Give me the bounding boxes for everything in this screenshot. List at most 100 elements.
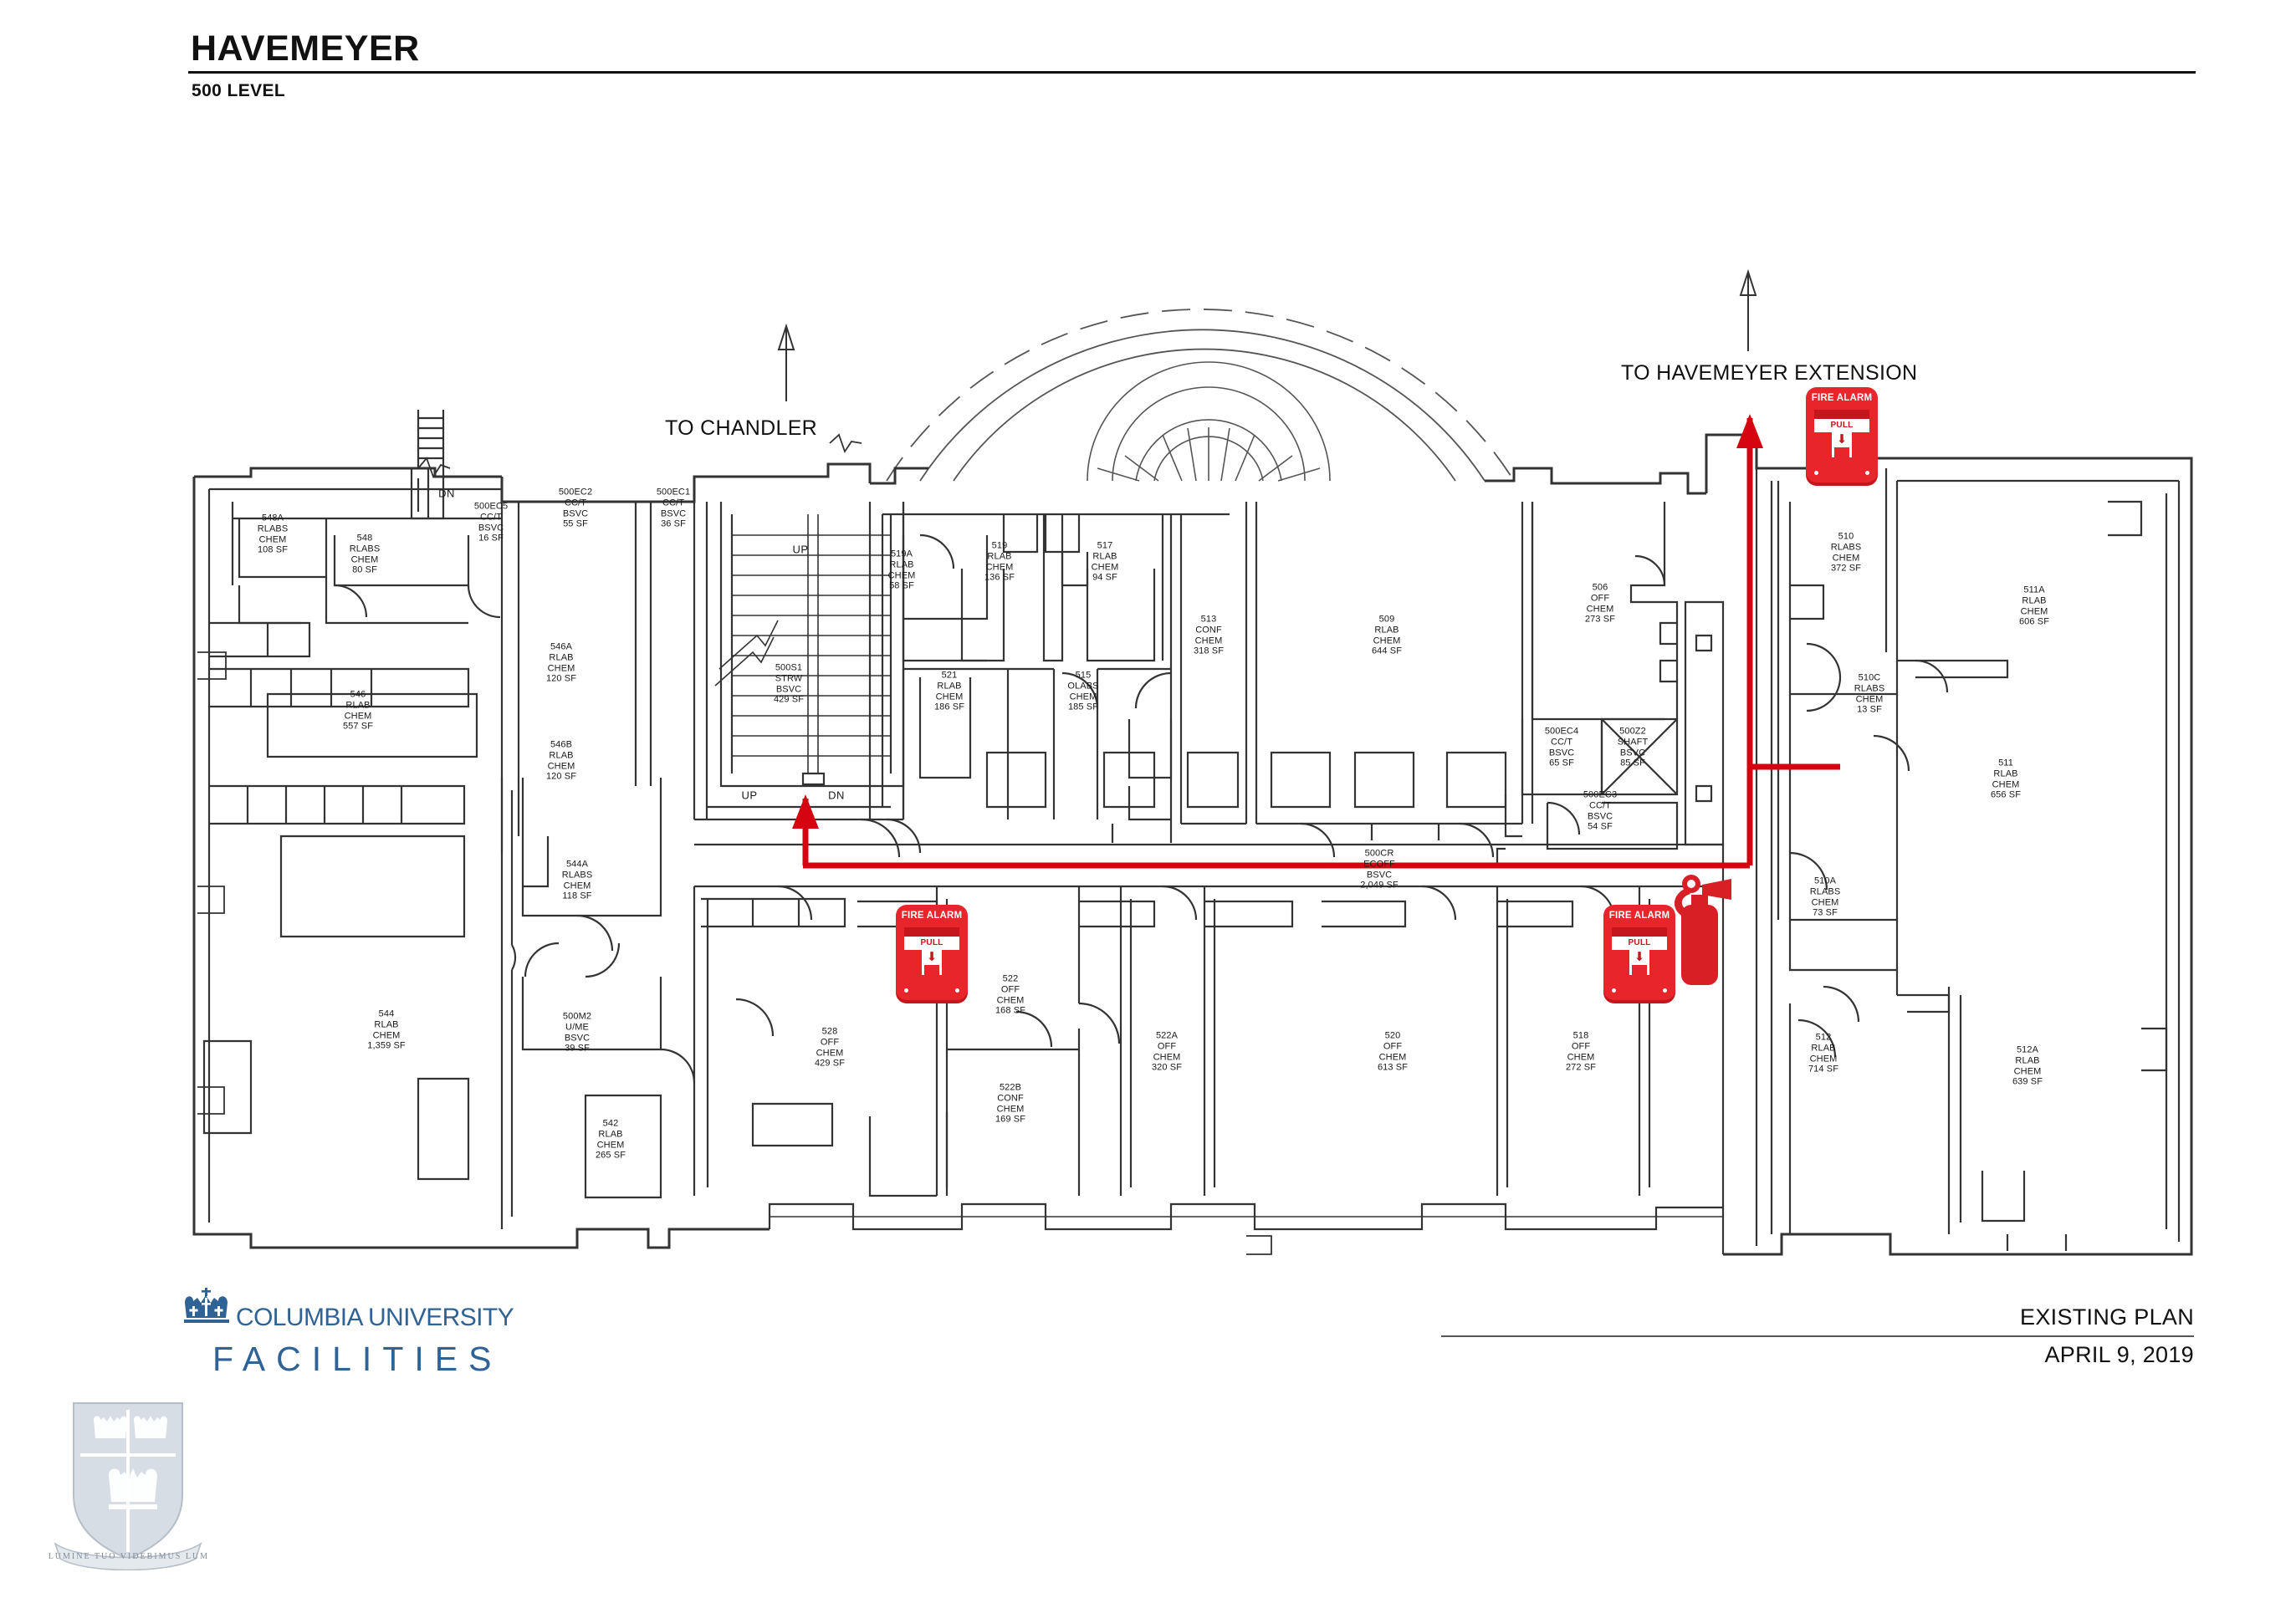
room-dept: BSVC	[660, 508, 687, 518]
room-area: 656 SF	[1990, 789, 2022, 800]
room-area: 272 SF	[1565, 1062, 1597, 1073]
room-area: 318 SF	[1193, 646, 1225, 656]
plan-status-label: EXISTING PLAN	[2020, 1304, 2194, 1330]
room-area: 613 SF	[1377, 1062, 1409, 1073]
header-divider	[188, 71, 2196, 74]
room-use: CC/T	[1588, 800, 1612, 811]
fire-alarm-lever[interactable]: ⬇	[922, 950, 942, 975]
fire-alarm-screw	[955, 988, 959, 993]
room-use: RLAB	[889, 559, 914, 570]
fire-alarm-lever-block	[1834, 447, 1849, 457]
fire-alarm-screw	[1814, 471, 1818, 475]
room-area: 372 SF	[1830, 563, 1862, 574]
room-dept: CHEM	[350, 554, 379, 564]
room-num: 517	[1097, 540, 1113, 551]
room-num: 520	[1384, 1030, 1401, 1041]
room-area: 273 SF	[1584, 614, 1616, 625]
room-use: U/ME	[565, 1022, 589, 1033]
room-dept: CHEM	[1069, 692, 1097, 702]
room-num: 510A	[1813, 876, 1837, 886]
room-area: 39 SF	[565, 1043, 590, 1054]
dome-outer-arc	[886, 309, 1515, 482]
room-num: 522A	[1155, 1030, 1179, 1041]
room-num: 500S1	[775, 662, 803, 673]
room-num: 518	[1572, 1030, 1589, 1041]
fire-alarm-screw	[1612, 988, 1616, 993]
room-use: OLABS	[1067, 681, 1099, 692]
room-dept: CHEM	[816, 1048, 844, 1058]
room-use: RLAB	[1092, 551, 1117, 562]
room-use: RLABS	[1809, 886, 1841, 897]
fire-alarm-bar	[1612, 927, 1667, 937]
down-arrow-icon: ⬇	[926, 950, 938, 964]
fire-extinguisher-icon	[1666, 870, 1738, 987]
room-dept: CHEM	[1586, 604, 1614, 614]
room-area: 73 SF	[1813, 907, 1838, 918]
room-dept: BSVC	[775, 684, 802, 694]
room-num: 500CR	[1364, 848, 1394, 859]
room-use: CC/T	[479, 512, 503, 523]
logo-org-line2: FACILITIES	[212, 1340, 503, 1378]
room-num: 521	[941, 670, 958, 681]
room-num: 511A	[2023, 585, 2045, 595]
dome-inner-arc	[919, 329, 1485, 482]
room-num: 546B	[550, 739, 573, 750]
down-arrow-icon: ⬇	[1836, 432, 1848, 447]
room-area: 120 SF	[545, 771, 577, 782]
room-num: 500EC4	[1544, 726, 1579, 737]
ne-service-block	[1496, 502, 1725, 867]
room-area: 185 SF	[1067, 702, 1099, 712]
room-num: 548A	[261, 513, 284, 523]
room-num: 510	[1838, 531, 1854, 542]
room-use: SHAFT	[1617, 737, 1649, 748]
plan-header: HAVEMEYER 500 LEVEL	[188, 29, 2196, 101]
egress-arrowheads	[792, 414, 1763, 829]
south-range	[693, 843, 1725, 1254]
room-dept: BSVC	[562, 508, 589, 518]
room-num: 519	[991, 540, 1008, 551]
room-area: 80 SF	[352, 564, 377, 575]
room-use: CC/T	[662, 498, 685, 508]
fire-alarm-title: FIRE ALARM	[1608, 911, 1670, 921]
room-area: 58 SF	[889, 580, 914, 591]
fire-alarm-lever[interactable]: ⬇	[1629, 950, 1649, 975]
plan-status-block: EXISTING PLAN APRIL 9, 2019	[1441, 1304, 2194, 1368]
room-area: 13 SF	[1857, 704, 1882, 715]
misc-details	[197, 651, 1272, 1255]
fire-alarm-lever-block	[1632, 965, 1647, 975]
room-use: RLAB	[374, 1019, 399, 1030]
room-dept: CHEM	[547, 761, 575, 771]
room-num: 500EC5	[473, 501, 509, 512]
columbia-facilities-logo: COLUMBIA UNIVERSITY FACILITIES	[182, 1286, 534, 1379]
room-num: 500Z2	[1619, 726, 1646, 737]
room-use: RLABS	[349, 544, 381, 554]
room-dept: CHEM	[1378, 1052, 1407, 1062]
room-use: RLAB	[549, 750, 574, 761]
fire-alarm-screw	[904, 988, 908, 993]
room-num: 506	[1592, 582, 1608, 593]
room-use: ECOFF	[1363, 859, 1395, 870]
room-use: RLABS	[561, 870, 593, 881]
room-use: RLAB	[1993, 768, 2018, 779]
fire-alarm-lever[interactable]: ⬇	[1832, 432, 1852, 457]
